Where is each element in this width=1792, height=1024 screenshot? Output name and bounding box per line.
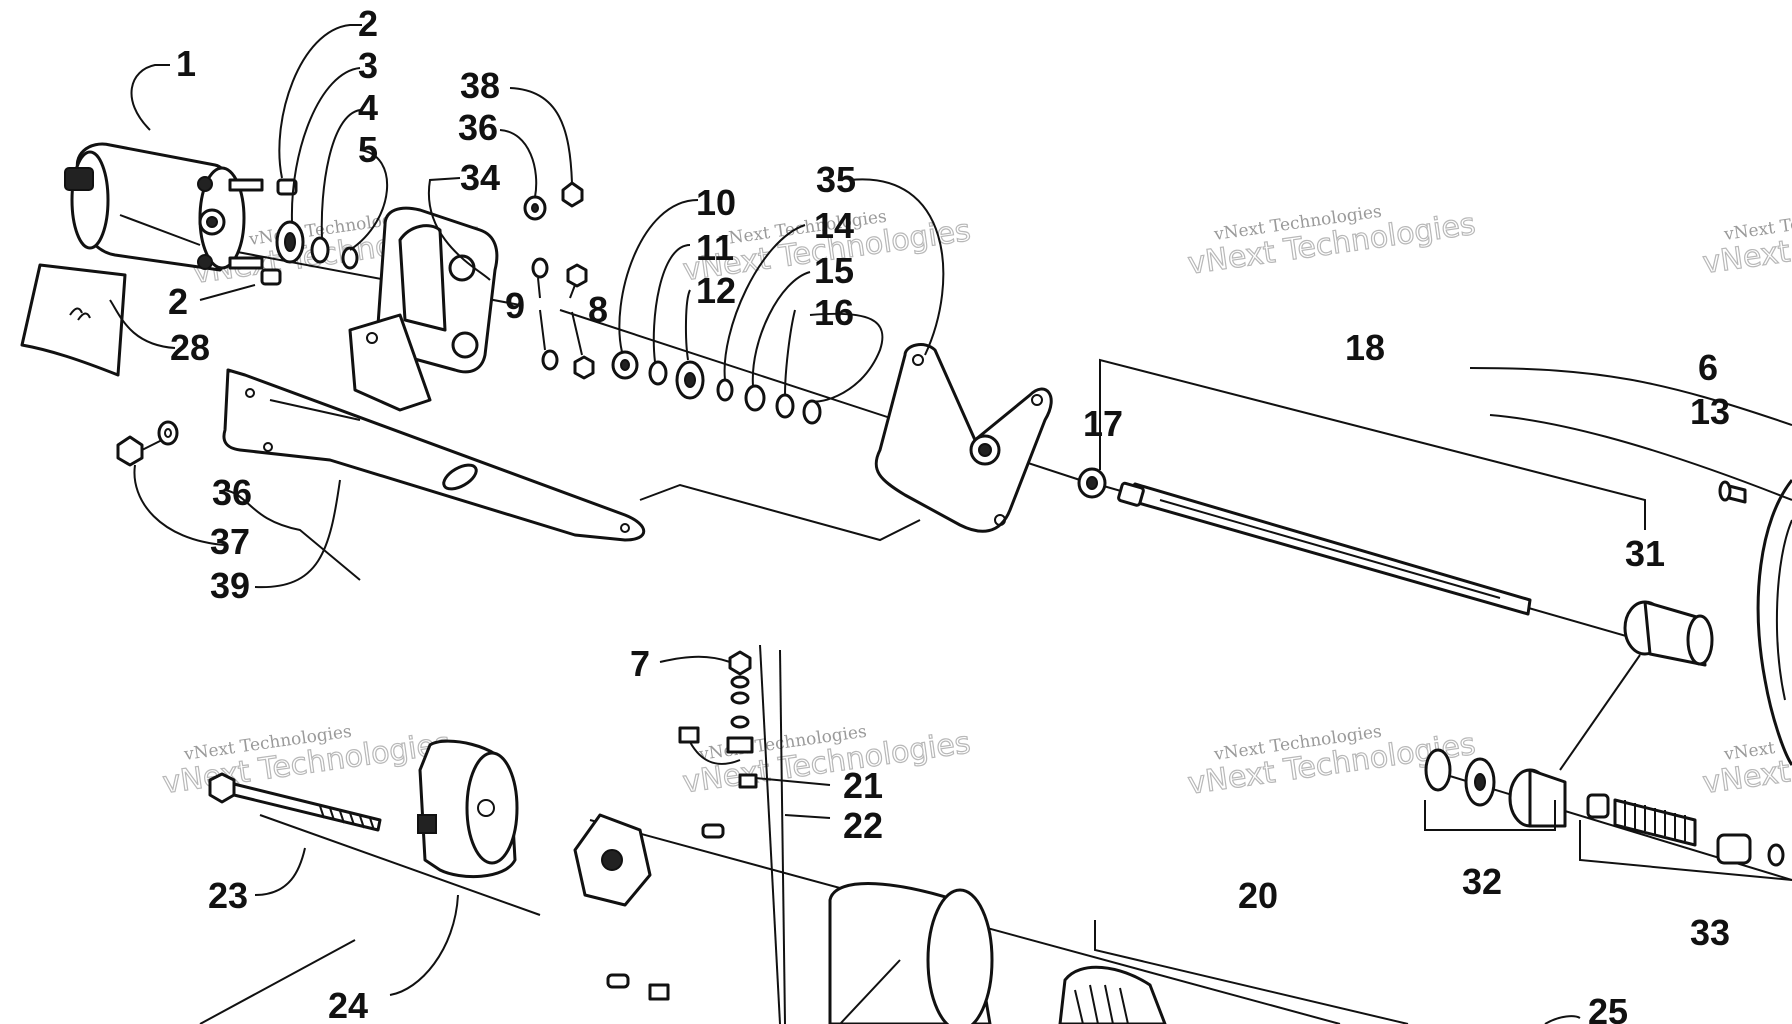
ring-part-15b [775,393,795,419]
callout-36-left: 36 [212,472,252,513]
callout-2-bottom: 2 [168,281,188,322]
callout-7: 7 [630,643,650,684]
callout-17: 17 [1083,403,1123,444]
brush-lead-part-21 [678,726,758,789]
nuts-part-8 [566,263,595,380]
callout-11: 11 [696,227,734,268]
starter-motor-part-1 [64,142,264,272]
callout-20: 20 [1238,875,1278,916]
leader-lines [109,24,1792,1024]
label-sticker-part-28 [20,263,127,377]
callout-36-top: 36 [458,107,498,148]
callout-34: 34 [460,157,500,198]
bushing-part-2 [260,178,298,286]
brush-plate [573,813,652,907]
callout-32: 32 [1462,861,1502,902]
callout-numbers: 1 2 2 3 4 5 6 7 8 9 10 11 12 13 14 15 16… [168,3,1730,1024]
callout-35: 35 [816,159,856,200]
gear-part-12 [675,360,705,400]
callout-23: 23 [208,875,248,916]
pinion-part-33 [1508,768,1785,867]
screw-part-13 [1718,480,1747,504]
callout-6: 6 [1698,347,1718,388]
callout-28: 28 [170,327,210,368]
callout-24: 24 [328,985,368,1024]
callout-16: 16 [814,292,854,333]
bracket-plate-part-39 [222,368,646,542]
callout-18: 18 [1345,327,1385,368]
drive-pinion-part-31 [1623,600,1714,667]
terminal-washers [726,675,754,754]
terminal-nut-part-7 [728,650,752,676]
watermark-bottom-mid: vNext Technologies vNext Technologies [680,722,973,801]
callout-22: 22 [843,805,883,846]
callout-37: 37 [210,521,250,562]
nut-part-38 [561,181,584,208]
callout-5: 5 [358,129,378,170]
washer-part-36-top [523,195,547,221]
callout-13: 13 [1690,391,1730,432]
callout-14: 14 [814,205,854,246]
watermark-bottom-left: vNext Technologies vNext Technologies [160,722,453,802]
bushing-part-10 [611,350,639,380]
callout-15: 15 [814,250,854,291]
support-bracket-part-35 [874,343,1053,533]
callout-1: 1 [176,43,196,84]
yoke-housing [828,882,994,1024]
through-bolt-part-23 [208,772,382,832]
bolt-part-37 [116,435,163,467]
washer-part-36-left [157,420,179,446]
spring-part-22 [606,823,725,1001]
callout-8: 8 [588,289,608,330]
bushing-part-17 [1077,467,1107,499]
washer-part-11 [648,360,668,386]
washer-part-4 [310,236,330,264]
ring-part-15 [744,384,766,412]
washers-part-9 [531,257,559,371]
watermark-far-right-top: vNext Technologies vNext Technologies [1700,202,1792,282]
washers-part-32 [1424,748,1496,807]
callout-39: 39 [210,565,250,606]
ring-part-14 [716,378,734,402]
callout-21: 21 [843,765,883,806]
callout-25: 25 [1588,991,1628,1024]
callout-33: 33 [1690,912,1730,953]
pinion-gear-part-3 [275,220,305,264]
callout-2-top: 2 [358,3,378,44]
callout-3: 3 [358,45,378,86]
watermark-top-right: vNext Technologies vNext Technologies [1185,202,1478,283]
callout-4: 4 [358,87,378,128]
callout-12: 12 [696,270,736,311]
callout-9: 9 [505,285,525,326]
callout-31: 31 [1625,533,1665,574]
ring-part-16 [802,399,822,425]
callout-38: 38 [460,65,500,106]
callout-10: 10 [696,182,736,223]
ring-gear-part-6 [1756,479,1792,766]
shaft-part-18 [1117,481,1532,616]
armature-part-20 [1058,965,1167,1024]
end-cap-part-24 [417,739,519,879]
washer-part-5 [341,246,359,270]
